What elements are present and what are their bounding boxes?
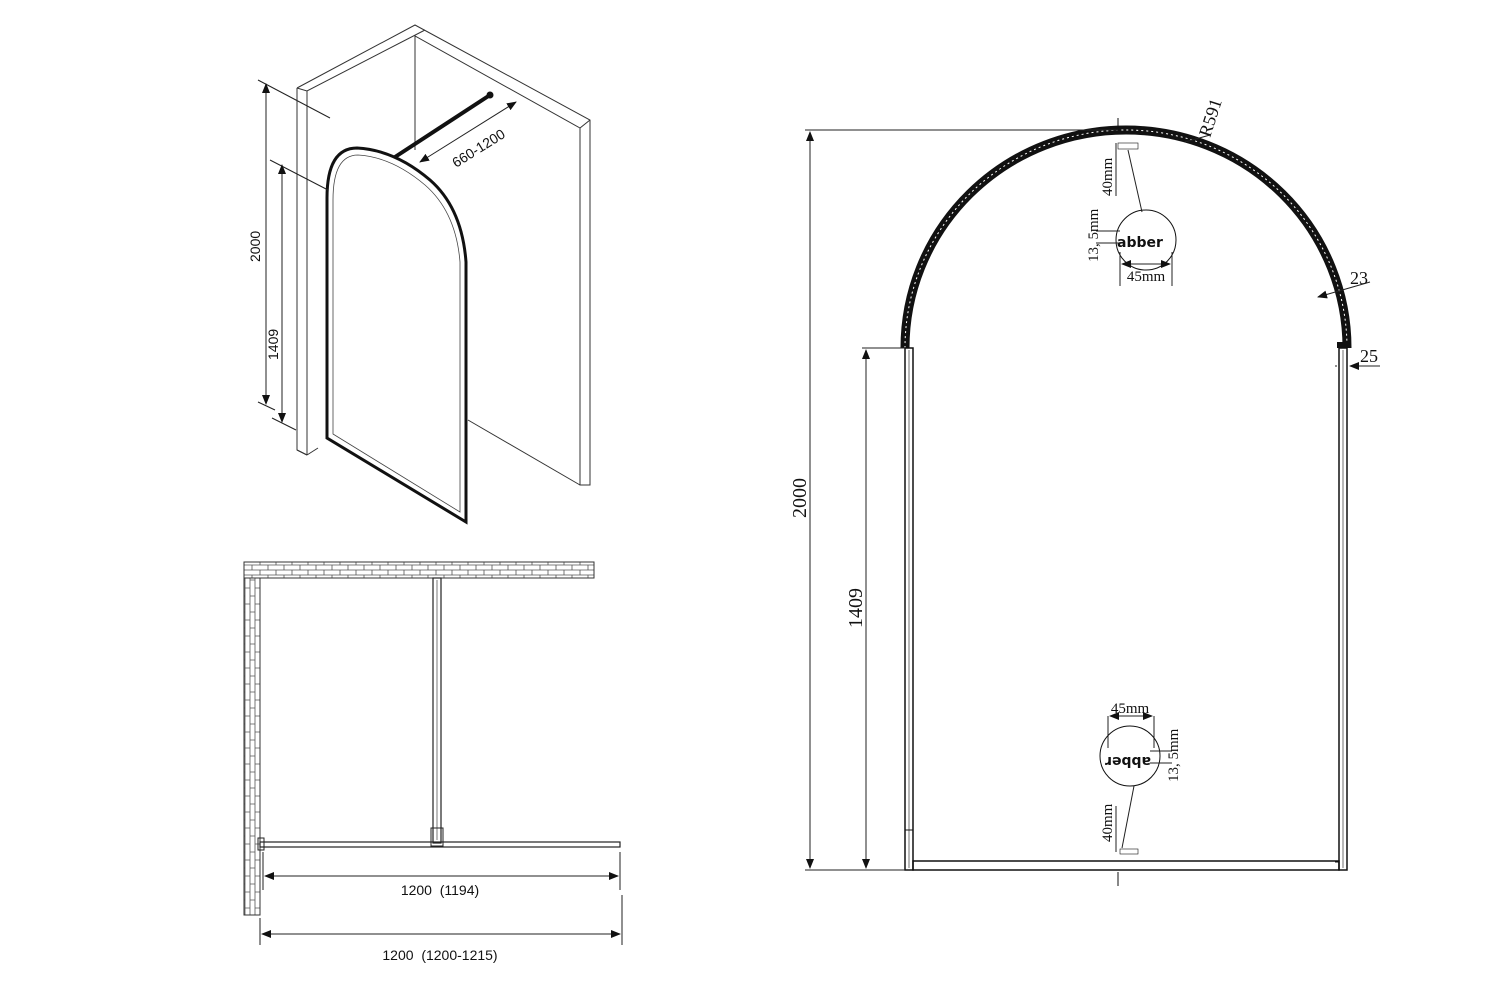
bottom-logo-width-label: 45mm bbox=[1111, 701, 1150, 717]
plan-back-wall bbox=[243, 561, 595, 579]
side-frame-label: 25 bbox=[1360, 346, 1378, 366]
front-left-frame bbox=[904, 347, 914, 871]
bottom-logo-detail: 45mm abber 13, 5mm 40mm bbox=[1099, 701, 1182, 855]
isometric-view: 660-1200 2000 1409 bbox=[247, 24, 591, 525]
arch-frame-label: 23 bbox=[1350, 268, 1368, 288]
iso-bar-length-dimension: 660-1200 bbox=[419, 101, 517, 171]
iso-height-2000-label: 2000 bbox=[247, 231, 263, 262]
top-logo-detail: abber 40mm 13, 5mm 45mm bbox=[1086, 142, 1177, 286]
front-side-frame-dimension: 25 bbox=[1335, 346, 1380, 370]
iso-height-1409-dimension: 1409 bbox=[265, 159, 329, 431]
plan-stabilizer-bar bbox=[430, 577, 444, 847]
plan-view: 1200 (1194) 1200 (1200-1215) bbox=[243, 561, 623, 963]
total-width-label: 1200 (1200-1215) bbox=[382, 947, 497, 963]
bottom-logo-zoom-circle bbox=[1099, 725, 1161, 787]
front-height-1409-dimension: 1409 bbox=[845, 347, 905, 869]
iso-height-2000-dimension: 2000 bbox=[247, 79, 331, 411]
plan-glass-panel bbox=[257, 837, 621, 851]
front-height-2000-dimension: 2000 bbox=[789, 129, 1118, 871]
plan-side-wall bbox=[243, 577, 261, 916]
front-arch-frame-dimension: 23 bbox=[1317, 268, 1371, 299]
bottom-logo-thickness-label: 13, 5mm bbox=[1166, 728, 1182, 782]
front-arch-frame bbox=[900, 125, 1352, 349]
top-logo-thickness-label: 13, 5mm bbox=[1086, 208, 1102, 262]
bottom-logo-brand: abber bbox=[1105, 753, 1151, 769]
iso-height-1409-label: 1409 bbox=[265, 329, 281, 360]
iso-back-wall bbox=[296, 24, 591, 486]
top-logo-zoom-circle bbox=[1115, 209, 1177, 271]
front-height-1409-label: 1409 bbox=[845, 588, 867, 628]
front-height-2000-label: 2000 bbox=[789, 478, 811, 518]
top-logo-height-label: 40mm bbox=[1100, 157, 1116, 196]
radius-label: R591 bbox=[1195, 96, 1226, 139]
front-elevation: 2000 1409 R591 23 25 abber bbox=[789, 96, 1380, 886]
bar-length-label: 660-1200 bbox=[449, 126, 508, 171]
top-logo-brand: abber bbox=[1117, 235, 1163, 251]
plan-total-width-dimension: 1200 (1200-1215) bbox=[259, 895, 623, 963]
front-bottom-frame bbox=[912, 860, 1340, 871]
iso-arched-panel bbox=[325, 146, 468, 525]
bottom-logo-height-label: 40mm bbox=[1100, 803, 1116, 842]
top-logo-width-label: 45mm bbox=[1127, 269, 1166, 285]
front-right-frame bbox=[1335, 342, 1349, 871]
plan-panel-width-dimension: 1200 (1194) bbox=[262, 852, 621, 898]
panel-width-label: 1200 (1194) bbox=[401, 882, 479, 898]
